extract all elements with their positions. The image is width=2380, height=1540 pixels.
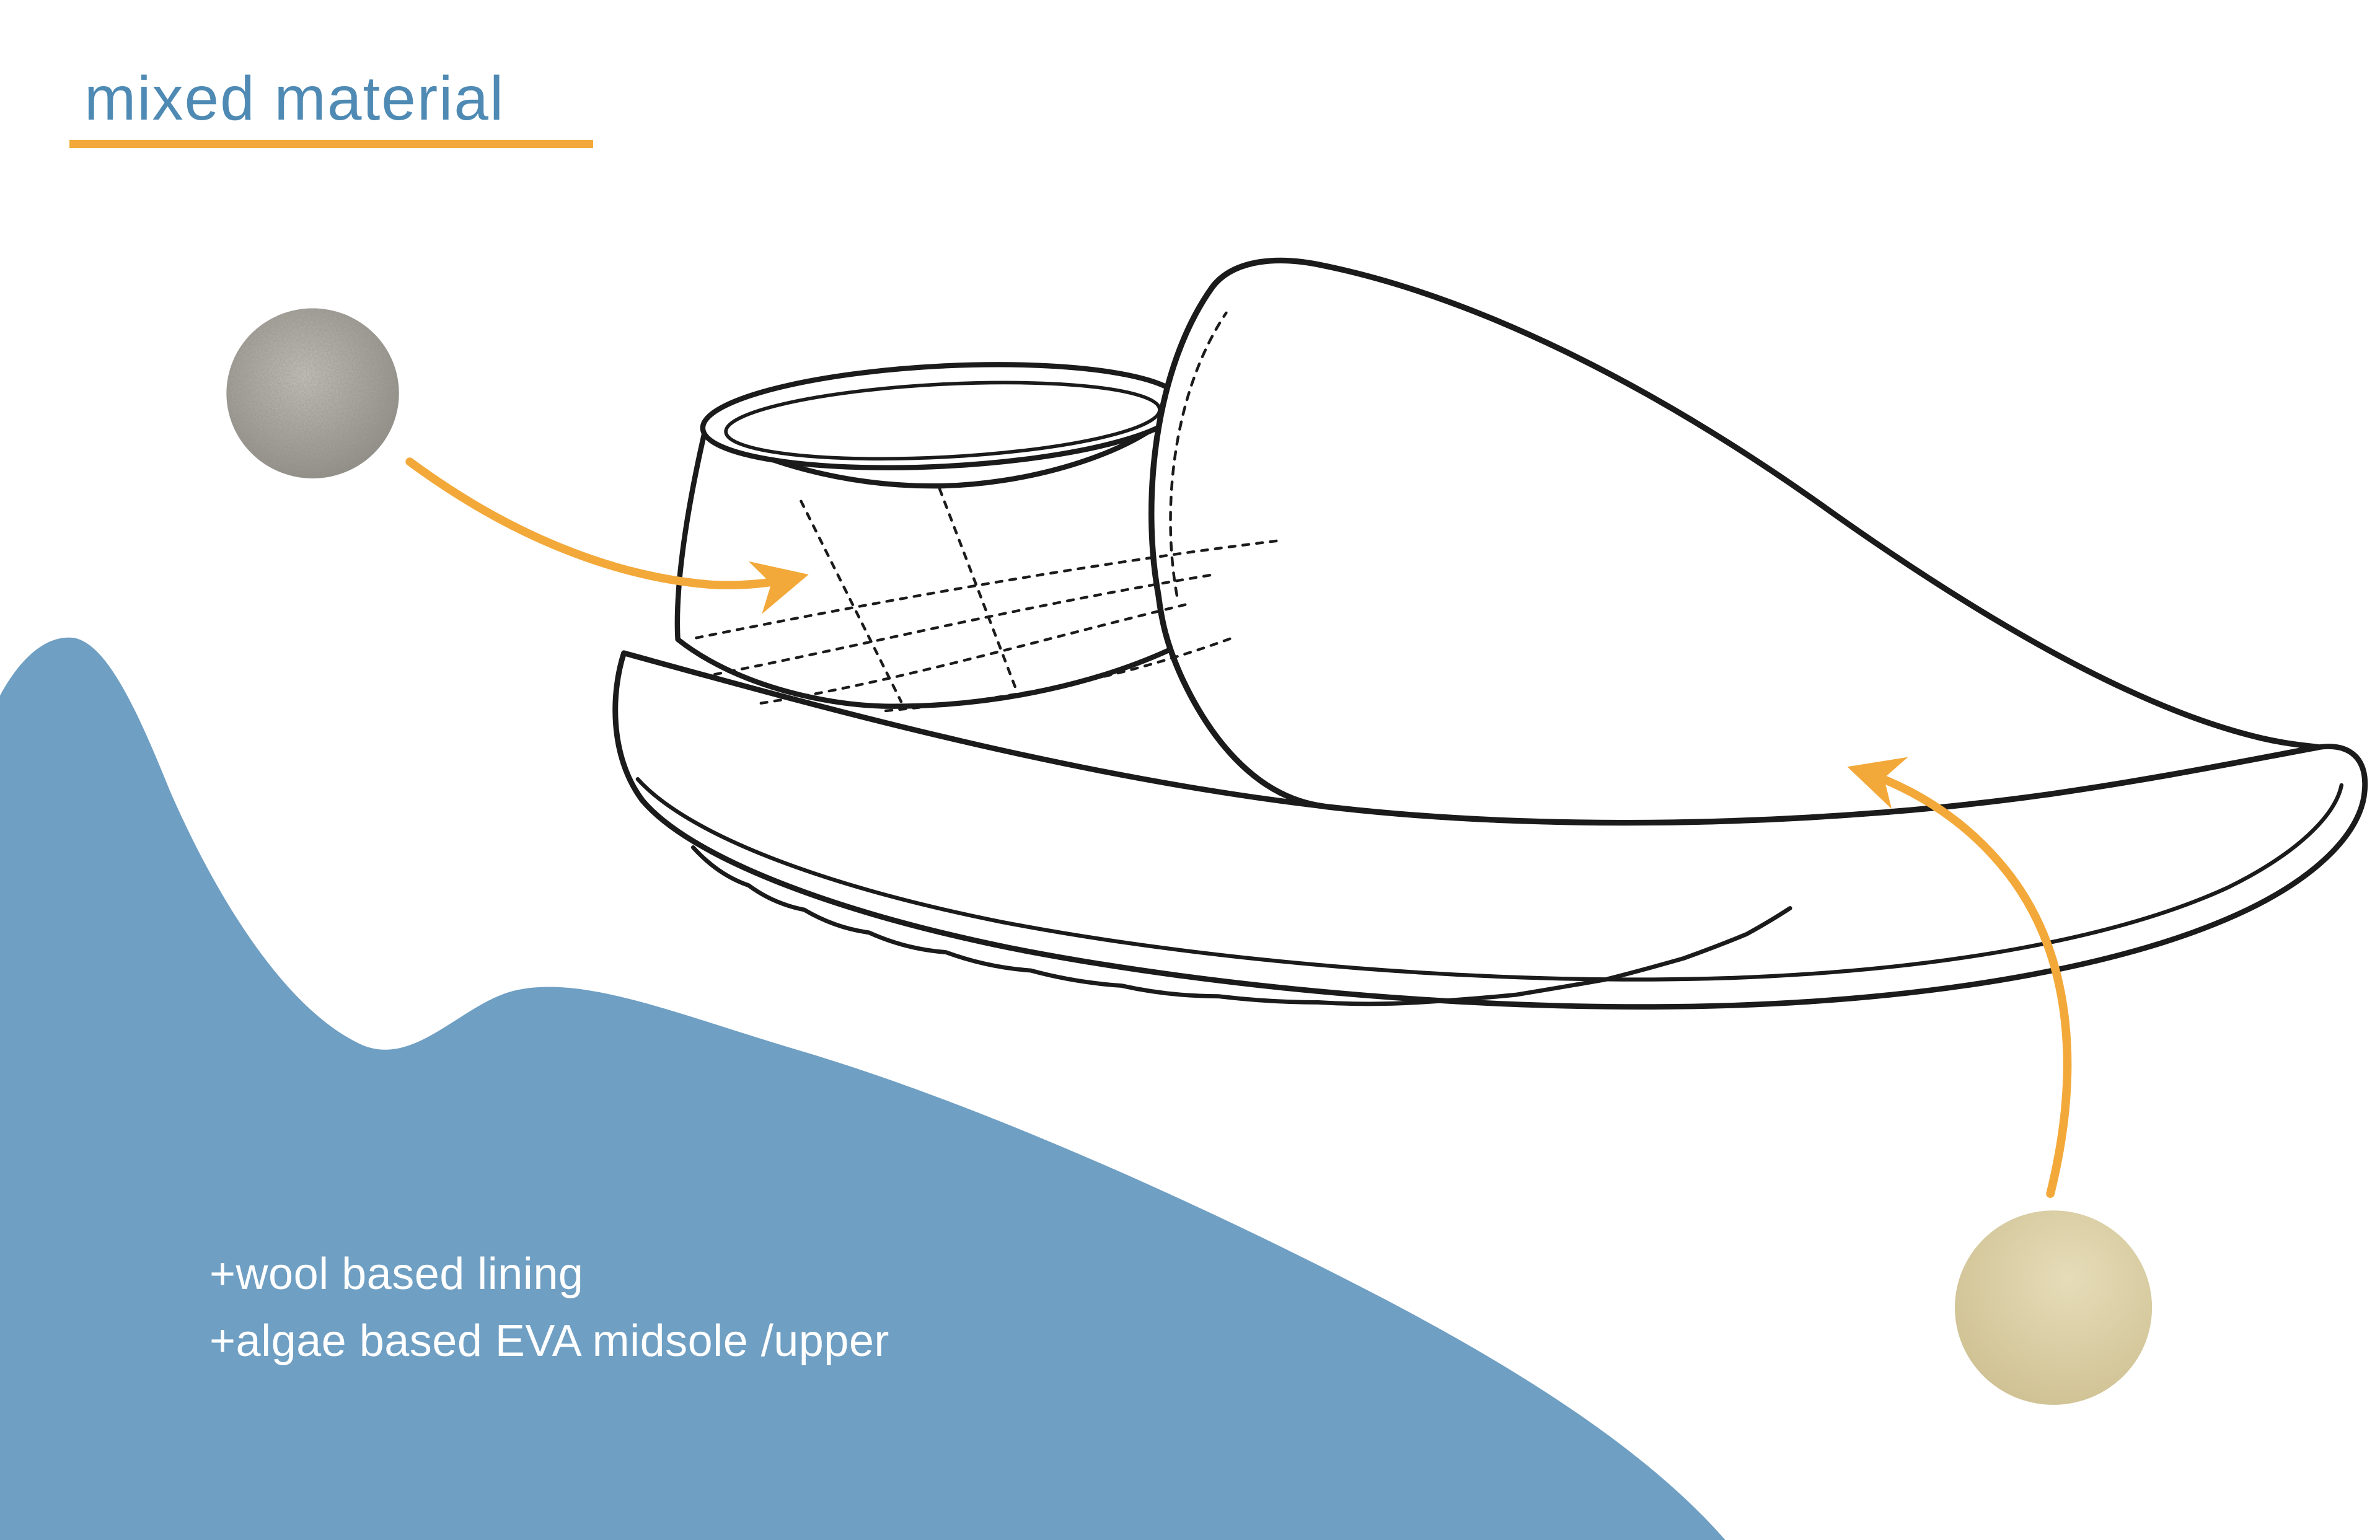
note-line-wool: +wool based lining (209, 1249, 584, 1299)
eva-foam-swatch (1955, 1210, 2153, 1405)
shoe-sketch (612, 257, 2368, 1010)
callout-arrows (405, 457, 2072, 1198)
title-underline (69, 140, 593, 148)
shoe-tread-line (690, 845, 1792, 1006)
page-title: mixed material (84, 64, 505, 133)
shoe-gore-stitching (695, 487, 1280, 713)
materials-note: +wool based lining +algae based EVA mids… (209, 1241, 889, 1375)
shoe-midsole-seam (635, 777, 2344, 982)
wave-shape (0, 637, 1726, 1540)
shoe-upper-vamp (1148, 257, 2322, 826)
shoe-vamp-stitch-line (1169, 311, 1228, 597)
arrow-to-lining (405, 457, 809, 614)
arrow-to-upper (1847, 757, 2072, 1198)
wool-felt-swatch (226, 308, 399, 478)
note-line-algae: +algae based EVA midsole /upper (209, 1316, 889, 1366)
